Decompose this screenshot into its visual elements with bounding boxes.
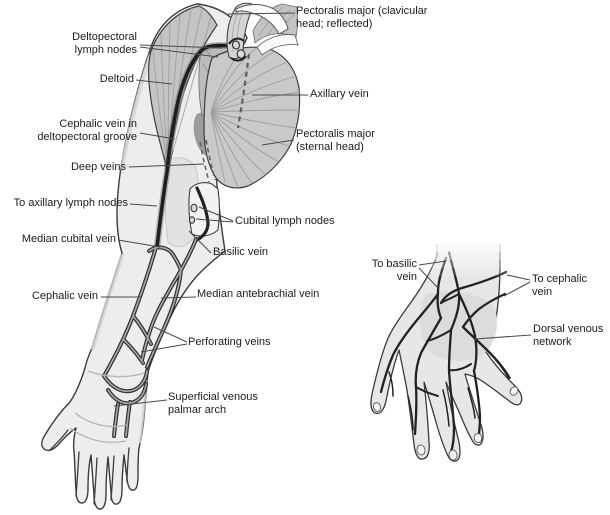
clavicle-bone (235, 4, 289, 35)
label-median-antebrachial-vein: Median antebrachial vein (197, 288, 320, 300)
leader-line (139, 46, 219, 58)
label-axillary-vein: Axillary vein (310, 88, 369, 100)
leader-line (117, 239, 161, 248)
label-pectoralis-sternal: Pectoralis major (sternal head) (296, 128, 375, 153)
label-to-axillary-lymph-nodes: To axillary lymph nodes (13, 197, 128, 209)
label-deltopectoral-lymph-nodes: Deltopectoral lymph nodes (72, 31, 137, 56)
label-to-basilic-vein: To basilic vein (371, 258, 417, 283)
label-deltoid: Deltoid (99, 73, 134, 85)
label-superficial-venous-palmar-arch: Superficial venous palmar arch (168, 391, 258, 416)
label-basilic-vein: Basilic vein (213, 246, 269, 258)
leader-line (188, 230, 212, 254)
leader-line (160, 296, 197, 299)
dorsal-hand-figure (370, 228, 523, 462)
axillary-vein-dashed (236, 53, 251, 129)
label-deep-veins: Deep veins (70, 161, 126, 173)
fingernails (372, 386, 519, 461)
leader-line (153, 326, 188, 343)
leader-line (139, 132, 176, 140)
leader-line (195, 218, 234, 223)
reflected-head-streaks (231, 8, 245, 55)
leader-line (198, 206, 234, 222)
leader-line (474, 334, 532, 340)
leader-line (113, 399, 168, 407)
leader-line (129, 203, 158, 207)
pectoralis-sternal-muscle (203, 46, 301, 189)
deltopectoral-lymph-nodes (228, 37, 247, 62)
clavicular-tendon-band (256, 34, 299, 56)
leader-line (503, 281, 531, 297)
leader-line (506, 274, 531, 281)
label-cephalic-vein-groove: Cephalic vein in deltopectoral groove (37, 118, 137, 143)
leader-line (418, 260, 447, 266)
leader-line (135, 79, 173, 85)
wrist-fade (418, 228, 518, 276)
label-cephalic-vein: Cephalic vein (31, 290, 98, 302)
lymph-node (232, 40, 240, 50)
deep-veins-dashed (199, 139, 216, 183)
leader-line (261, 139, 295, 146)
basilic-vein-window (195, 186, 210, 242)
cephalic-vein-upper (155, 43, 233, 249)
label-cubital-lymph-nodes: Cubital lymph nodes (235, 215, 335, 227)
leader-lines (101, 12, 532, 407)
label-to-cephalic-vein: To cephalic vein (532, 273, 588, 298)
label-perforating-veins: Perforating veins (188, 336, 271, 348)
leader-line (139, 44, 223, 49)
label-dorsal-venous-network: Dorsal venous network (533, 323, 604, 348)
label-pectoralis-clavicular: Pectoralis major (clavicular head; refle… (296, 5, 428, 30)
lymph-node (236, 49, 246, 59)
cubital-lymph-nodes (188, 203, 198, 224)
leader-line (227, 12, 296, 15)
leader-line (418, 267, 440, 290)
leader-line (128, 163, 205, 168)
palm-details (49, 370, 145, 505)
label-median-cubital-vein: Median cubital vein (21, 233, 116, 245)
leader-line (140, 343, 188, 353)
